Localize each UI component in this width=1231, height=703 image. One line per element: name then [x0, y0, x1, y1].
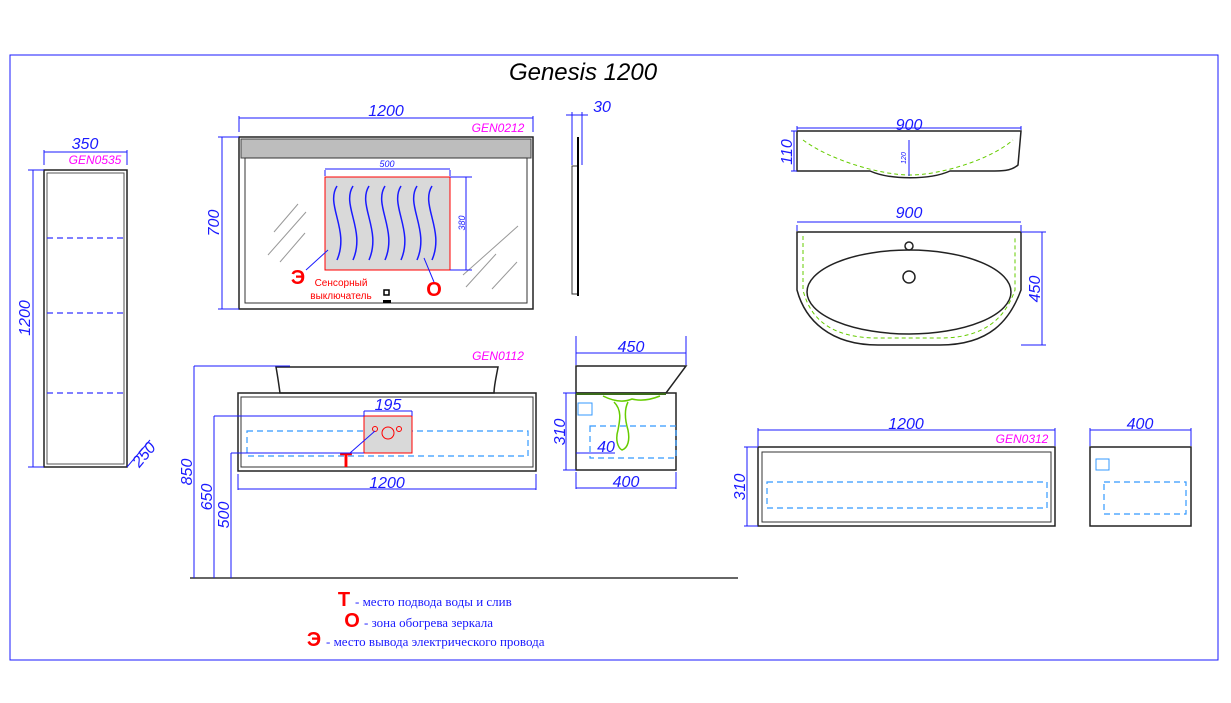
sink-top-depth: 450 — [1027, 276, 1044, 303]
drain-pipe — [602, 395, 661, 451]
mirror-depth: 30 — [593, 99, 611, 116]
marker-e: Э — [291, 267, 305, 289]
sink-top-view: 900 450 — [796, 205, 1046, 346]
side-depth: 400 — [613, 474, 640, 491]
legend-marker: О — [344, 610, 360, 632]
lower-cabinet-width: 1200 — [888, 416, 924, 433]
vanity-code: GEN0112 — [472, 349, 524, 363]
lower-cabinet: 1200 GEN0312 310 400 — [732, 416, 1192, 527]
legend-text: - место подвода воды и слив — [355, 594, 512, 609]
faucet-icon — [1095, 458, 1110, 471]
height-650: 650 — [199, 484, 216, 511]
sink-top-width: 900 — [896, 205, 923, 222]
drawing-title: Genesis 1200 — [509, 59, 658, 86]
legend-marker: Т — [338, 589, 350, 611]
heat-zone-height: 380 — [457, 215, 467, 230]
vanity-width: 1200 — [369, 475, 405, 492]
sink-side-height: 110 — [779, 139, 796, 165]
marker-t: Т — [340, 450, 352, 472]
sheet-border — [9, 54, 1219, 661]
heat-zone-width: 500 — [379, 159, 394, 169]
lower-cabinet-code: GEN0312 — [996, 432, 1049, 446]
tall-cabinet-depth: 250 — [129, 439, 160, 471]
cutout-width: 195 — [375, 397, 402, 414]
tall-cabinet: 350 GEN0535 1200 250 — [17, 136, 160, 472]
side-height: 310 — [552, 419, 569, 446]
legend: Т - место подвода воды и слив О - зона о… — [307, 589, 545, 651]
vanity-front: Т 195 GEN0112 1200 850 650 500 — [179, 349, 738, 579]
legend-text: - зона обогрева зеркала — [364, 615, 493, 630]
legend-marker: Э — [307, 629, 321, 651]
sink-bowl-depth: 120 — [901, 152, 908, 164]
height-500: 500 — [216, 502, 233, 529]
lower-cabinet-height: 310 — [732, 474, 749, 501]
mirror-front: 500 380 Э О Сенсорный выключатель 1200 G… — [206, 103, 534, 310]
faucet-icon — [577, 402, 593, 416]
lower-cabinet-depth: 400 — [1127, 416, 1154, 433]
side-depth-top: 450 — [618, 339, 645, 356]
sink-side-width: 900 — [896, 117, 923, 134]
tall-cabinet-width: 350 — [72, 136, 99, 153]
switch-label-1: Сенсорный — [315, 278, 368, 289]
mirror-width: 1200 — [368, 103, 404, 120]
tall-cabinet-code: GEN0535 — [69, 153, 122, 167]
legend-text: - место вывода электрического провода — [326, 634, 545, 649]
heating-waves — [332, 185, 437, 261]
mirror-side: 30 — [566, 99, 611, 296]
height-850: 850 — [179, 459, 196, 486]
touch-switch-icon — [383, 289, 390, 296]
tall-cabinet-height: 1200 — [17, 300, 34, 336]
mirror-code: GEN0212 — [472, 121, 525, 135]
marker-o: О — [426, 279, 442, 301]
side-offset: 40 — [597, 439, 615, 456]
sink-side-view: 900 110 120 — [779, 117, 1022, 179]
switch-label-2: выключатель — [310, 291, 371, 302]
vanity-side: 450 310 40 400 — [552, 336, 688, 491]
mirror-height: 700 — [206, 210, 223, 237]
